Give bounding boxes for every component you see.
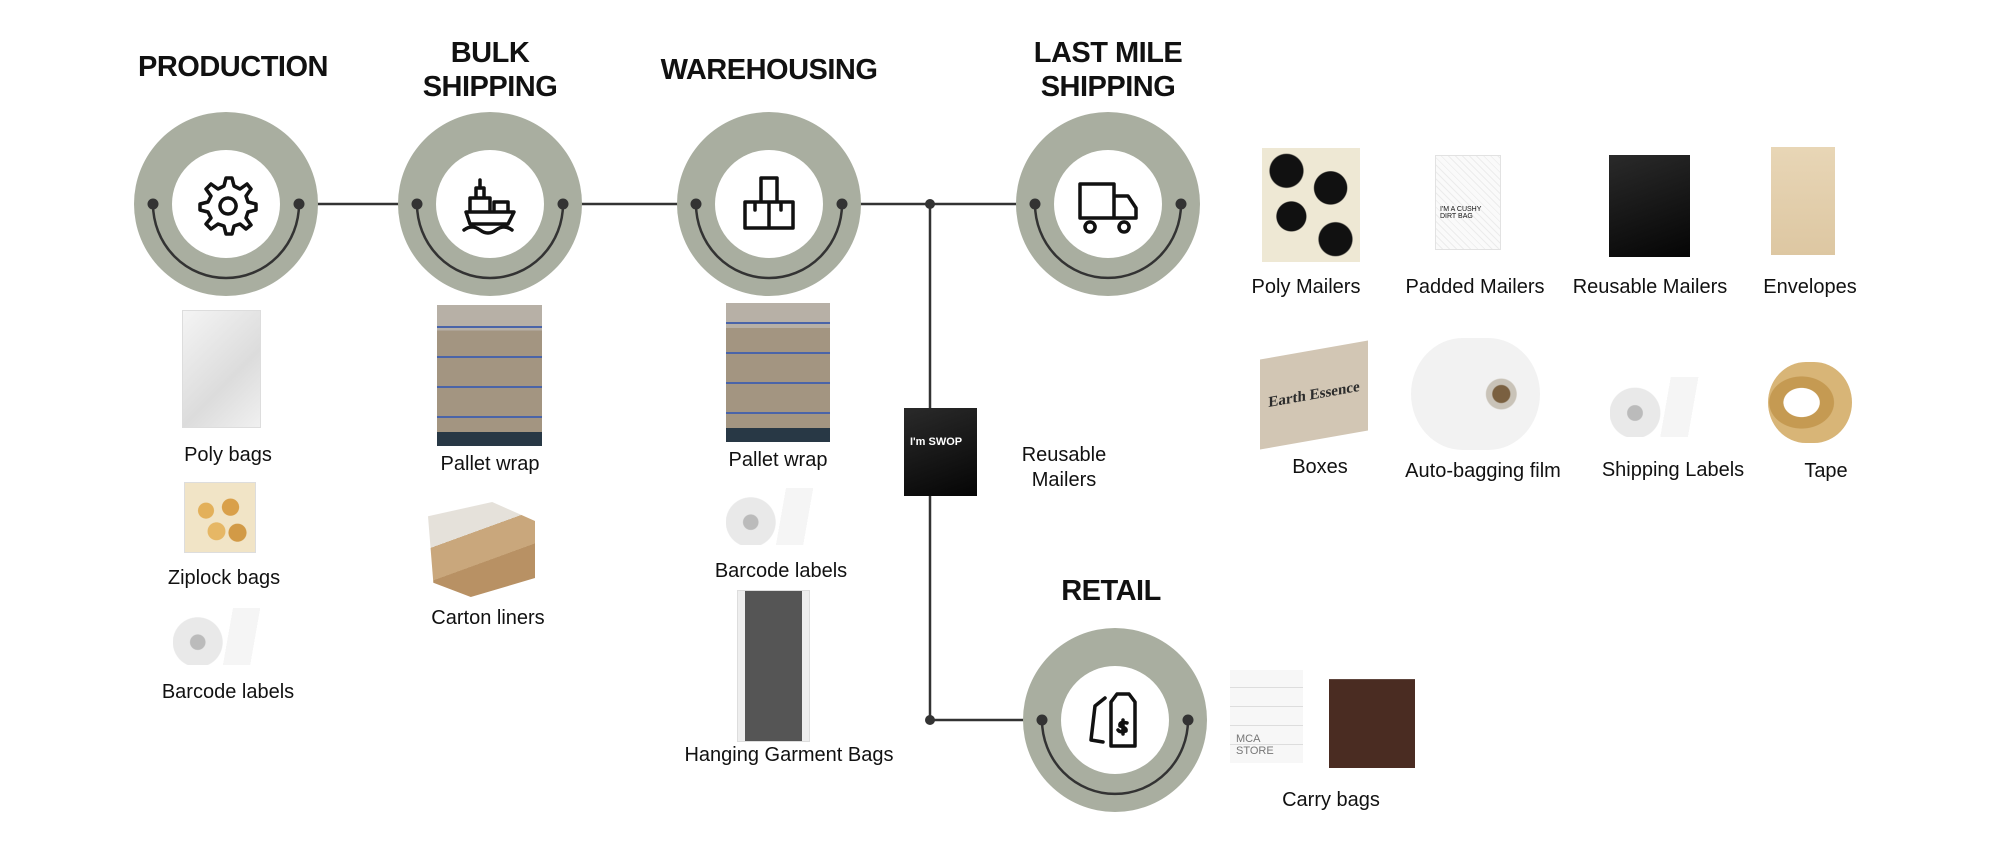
- stage-title-warehousing: WAREHOUSING: [661, 53, 878, 87]
- ship-icon: [462, 178, 516, 235]
- item-label: Hanging Garment Bags: [684, 744, 894, 766]
- stage-ring-center: [1061, 666, 1169, 774]
- item-label: Auto-bagging film: [1405, 460, 1561, 482]
- logo-text: I'M A CUSHY DIRT BAG: [1440, 206, 1482, 220]
- arc-dot: [293, 198, 305, 210]
- stage-ring-1: [398, 112, 582, 296]
- title-line: BULK: [450, 37, 530, 69]
- item-label: Tape: [1804, 460, 1848, 482]
- reusable-mailer-image: I'm SWOP: [904, 408, 977, 496]
- arc-dot: [690, 198, 702, 210]
- label-line: Reusable: [1021, 444, 1107, 466]
- title-line: SHIPPING: [422, 71, 558, 103]
- gear-icon: [198, 176, 258, 236]
- item-label: Barcode labels: [714, 560, 848, 582]
- stage-ring-4: [1023, 628, 1207, 812]
- stage-ring-0: [134, 112, 318, 296]
- item-label: Pallet wrap: [728, 449, 828, 471]
- arc-dot: [1036, 714, 1048, 726]
- arc-dot: [147, 198, 159, 210]
- item-label: Reusable Mailers: [1572, 276, 1728, 298]
- tape-image: [1768, 362, 1852, 443]
- envelope-image: [1771, 147, 1835, 255]
- brown-carry-bag-image: [1329, 679, 1415, 768]
- item-label: Poly Mailers: [1251, 276, 1361, 298]
- boxes-icon: [743, 176, 795, 230]
- arc-dot: [411, 198, 423, 210]
- label-line: Mailers: [1031, 469, 1097, 491]
- item-label: Carry bags: [1282, 789, 1380, 811]
- item-label: Carton liners: [431, 607, 545, 629]
- arc-dot: [557, 198, 569, 210]
- title-line: WAREHOUSING: [660, 54, 878, 86]
- item-label: Poly bags: [184, 444, 272, 466]
- item-label: Padded Mailers: [1405, 276, 1545, 298]
- poly-bags-image: [182, 310, 261, 428]
- hanging-garment-bag-image: [737, 590, 810, 742]
- barcode-labels-image: [173, 608, 272, 665]
- shipping-labels-image: [1610, 377, 1710, 437]
- title-line: LAST MILE: [1033, 37, 1183, 69]
- stage-title-production: PRODUCTION: [138, 50, 328, 84]
- stage-title-retail: RETAIL: [1061, 574, 1161, 608]
- stage-arc: [151, 203, 301, 280]
- title-line: PRODUCTION: [138, 51, 328, 83]
- junction-dot: [925, 715, 935, 725]
- title-line: RETAIL: [1061, 575, 1161, 607]
- title-line: SHIPPING: [1040, 71, 1176, 103]
- logo-text: I'm SWOP: [910, 436, 963, 448]
- item-label: Ziplock bags: [167, 567, 281, 589]
- pallet-wrap-image: [437, 305, 542, 446]
- price-tag-icon: [1089, 692, 1137, 748]
- carton-liners-image: [428, 502, 535, 597]
- ziplock-bags-image: [184, 482, 256, 553]
- box-image: Earth Essence: [1260, 340, 1368, 450]
- stage-ring-center: [1054, 150, 1162, 258]
- barcode-labels-image: [726, 488, 825, 545]
- stage-ring-3: [1016, 112, 1200, 296]
- arc-dot: [1175, 198, 1187, 210]
- poly-mailer-image: [1262, 148, 1360, 262]
- arc-dot: [1182, 714, 1194, 726]
- stage-arc: [1033, 203, 1183, 280]
- stage-arc: [415, 203, 565, 280]
- junction-dot: [925, 199, 935, 209]
- truck-icon: [1078, 182, 1138, 234]
- item-label: Barcode labels: [161, 681, 295, 703]
- reusable-mailer-image: [1609, 155, 1690, 257]
- logo-text: Earth Essence: [1268, 378, 1360, 411]
- item-label: Shipping Labels: [1601, 459, 1745, 481]
- arc-dot: [836, 198, 848, 210]
- stage-ring-center: [172, 150, 280, 258]
- auto-bagging-film-image: [1411, 338, 1540, 450]
- arc-dot: [1029, 198, 1041, 210]
- logo-text: MCA STORE: [1236, 733, 1274, 757]
- item-label: Boxes: [1292, 456, 1348, 478]
- mca-carry-bag-image: MCA STORE: [1230, 670, 1303, 763]
- stage-ring-2: [677, 112, 861, 296]
- stage-arc: [1040, 719, 1190, 796]
- pallet-wrap-image: [726, 303, 830, 442]
- padded-mailer-image: I'M A CUSHY DIRT BAG: [1435, 155, 1501, 250]
- item-label: Pallet wrap: [440, 453, 540, 475]
- item-label: Envelopes: [1763, 276, 1857, 298]
- stage-arc: [694, 203, 844, 280]
